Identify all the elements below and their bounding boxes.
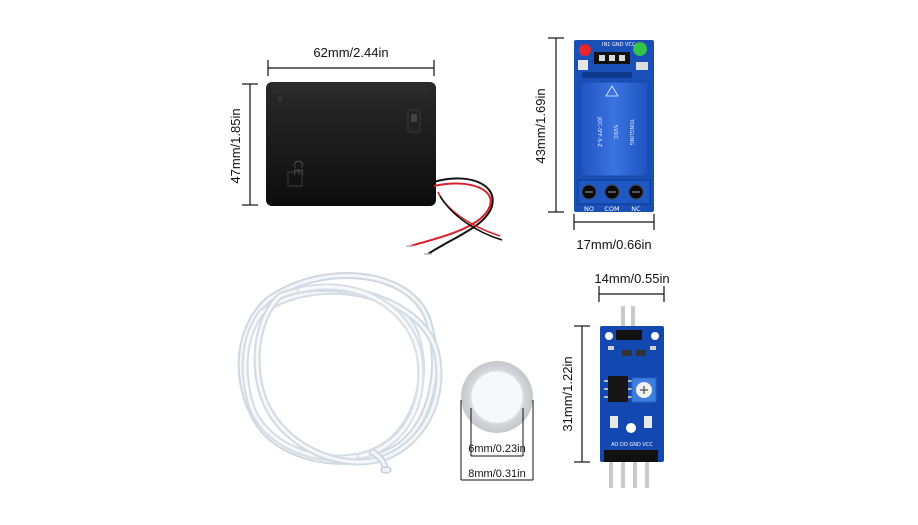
battery-case: [266, 82, 436, 206]
relay-voltage-label: 5VDC: [612, 125, 618, 139]
sensor-header: [604, 450, 658, 462]
sensor-probe-pin-1: [621, 306, 625, 330]
sensor-chip: [608, 376, 628, 402]
disc-center: [470, 370, 524, 424]
sensor-height-label: 31mm/1.22in: [560, 356, 575, 431]
relay-height-label: 43mm/1.69in: [533, 88, 548, 163]
terminal-no-label: NO: [584, 205, 594, 213]
relay-led-red: [579, 44, 591, 56]
relay-pin-labels: IN1 GND VCC: [602, 42, 636, 48]
sensor-led-signal: [644, 416, 652, 428]
battery-lid-edge: [272, 86, 430, 94]
relay-width-label: 17mm/0.66in: [576, 237, 651, 252]
relay-module: 43mm/1.69in 17mm/0.66in IN1 GND VCC JQC-…: [533, 37, 655, 252]
atomizer-disc: 6mm/0.23in 8mm/0.31in: [460, 361, 534, 481]
warning-triangle-icon: [605, 85, 619, 97]
mount-hole: [626, 423, 636, 433]
ce-mark: CE: [291, 160, 305, 176]
relay-led-green: [633, 42, 647, 56]
disc-outer-label: 8mm/0.31in: [468, 468, 525, 480]
tube-end: [380, 466, 392, 474]
battery-width-label: 62mm/2.44in: [313, 45, 388, 60]
relay-block: [579, 81, 649, 177]
water-level-sensor-module: 14mm/0.55in 31mm/1.22in: [560, 271, 670, 488]
disc-inner-label: 6mm/0.23in: [468, 443, 525, 455]
battery-box: 62mm/2.44in 47mm/1.85in CE: [228, 45, 503, 255]
sensor-probe-pin-2: [631, 306, 635, 330]
sensor-led-power: [610, 416, 618, 428]
terminal-com-label: COM: [604, 205, 619, 213]
relay-model-label: JQC-3FF-S-Z: [596, 116, 602, 147]
wire-red: [409, 182, 492, 247]
terminal-nc-label: NC: [631, 205, 641, 213]
battery-height-label: 47mm/1.85in: [228, 108, 243, 183]
wire-black: [427, 177, 494, 255]
silicone-tube-coil: [237, 272, 443, 474]
relay-brand-label: TONGLING: [628, 118, 634, 146]
recycle-mark: [287, 171, 303, 187]
sensor-width-label: 14mm/0.55in: [594, 271, 669, 286]
sensor-pin-labels: AO DO GND VCC: [611, 442, 653, 448]
